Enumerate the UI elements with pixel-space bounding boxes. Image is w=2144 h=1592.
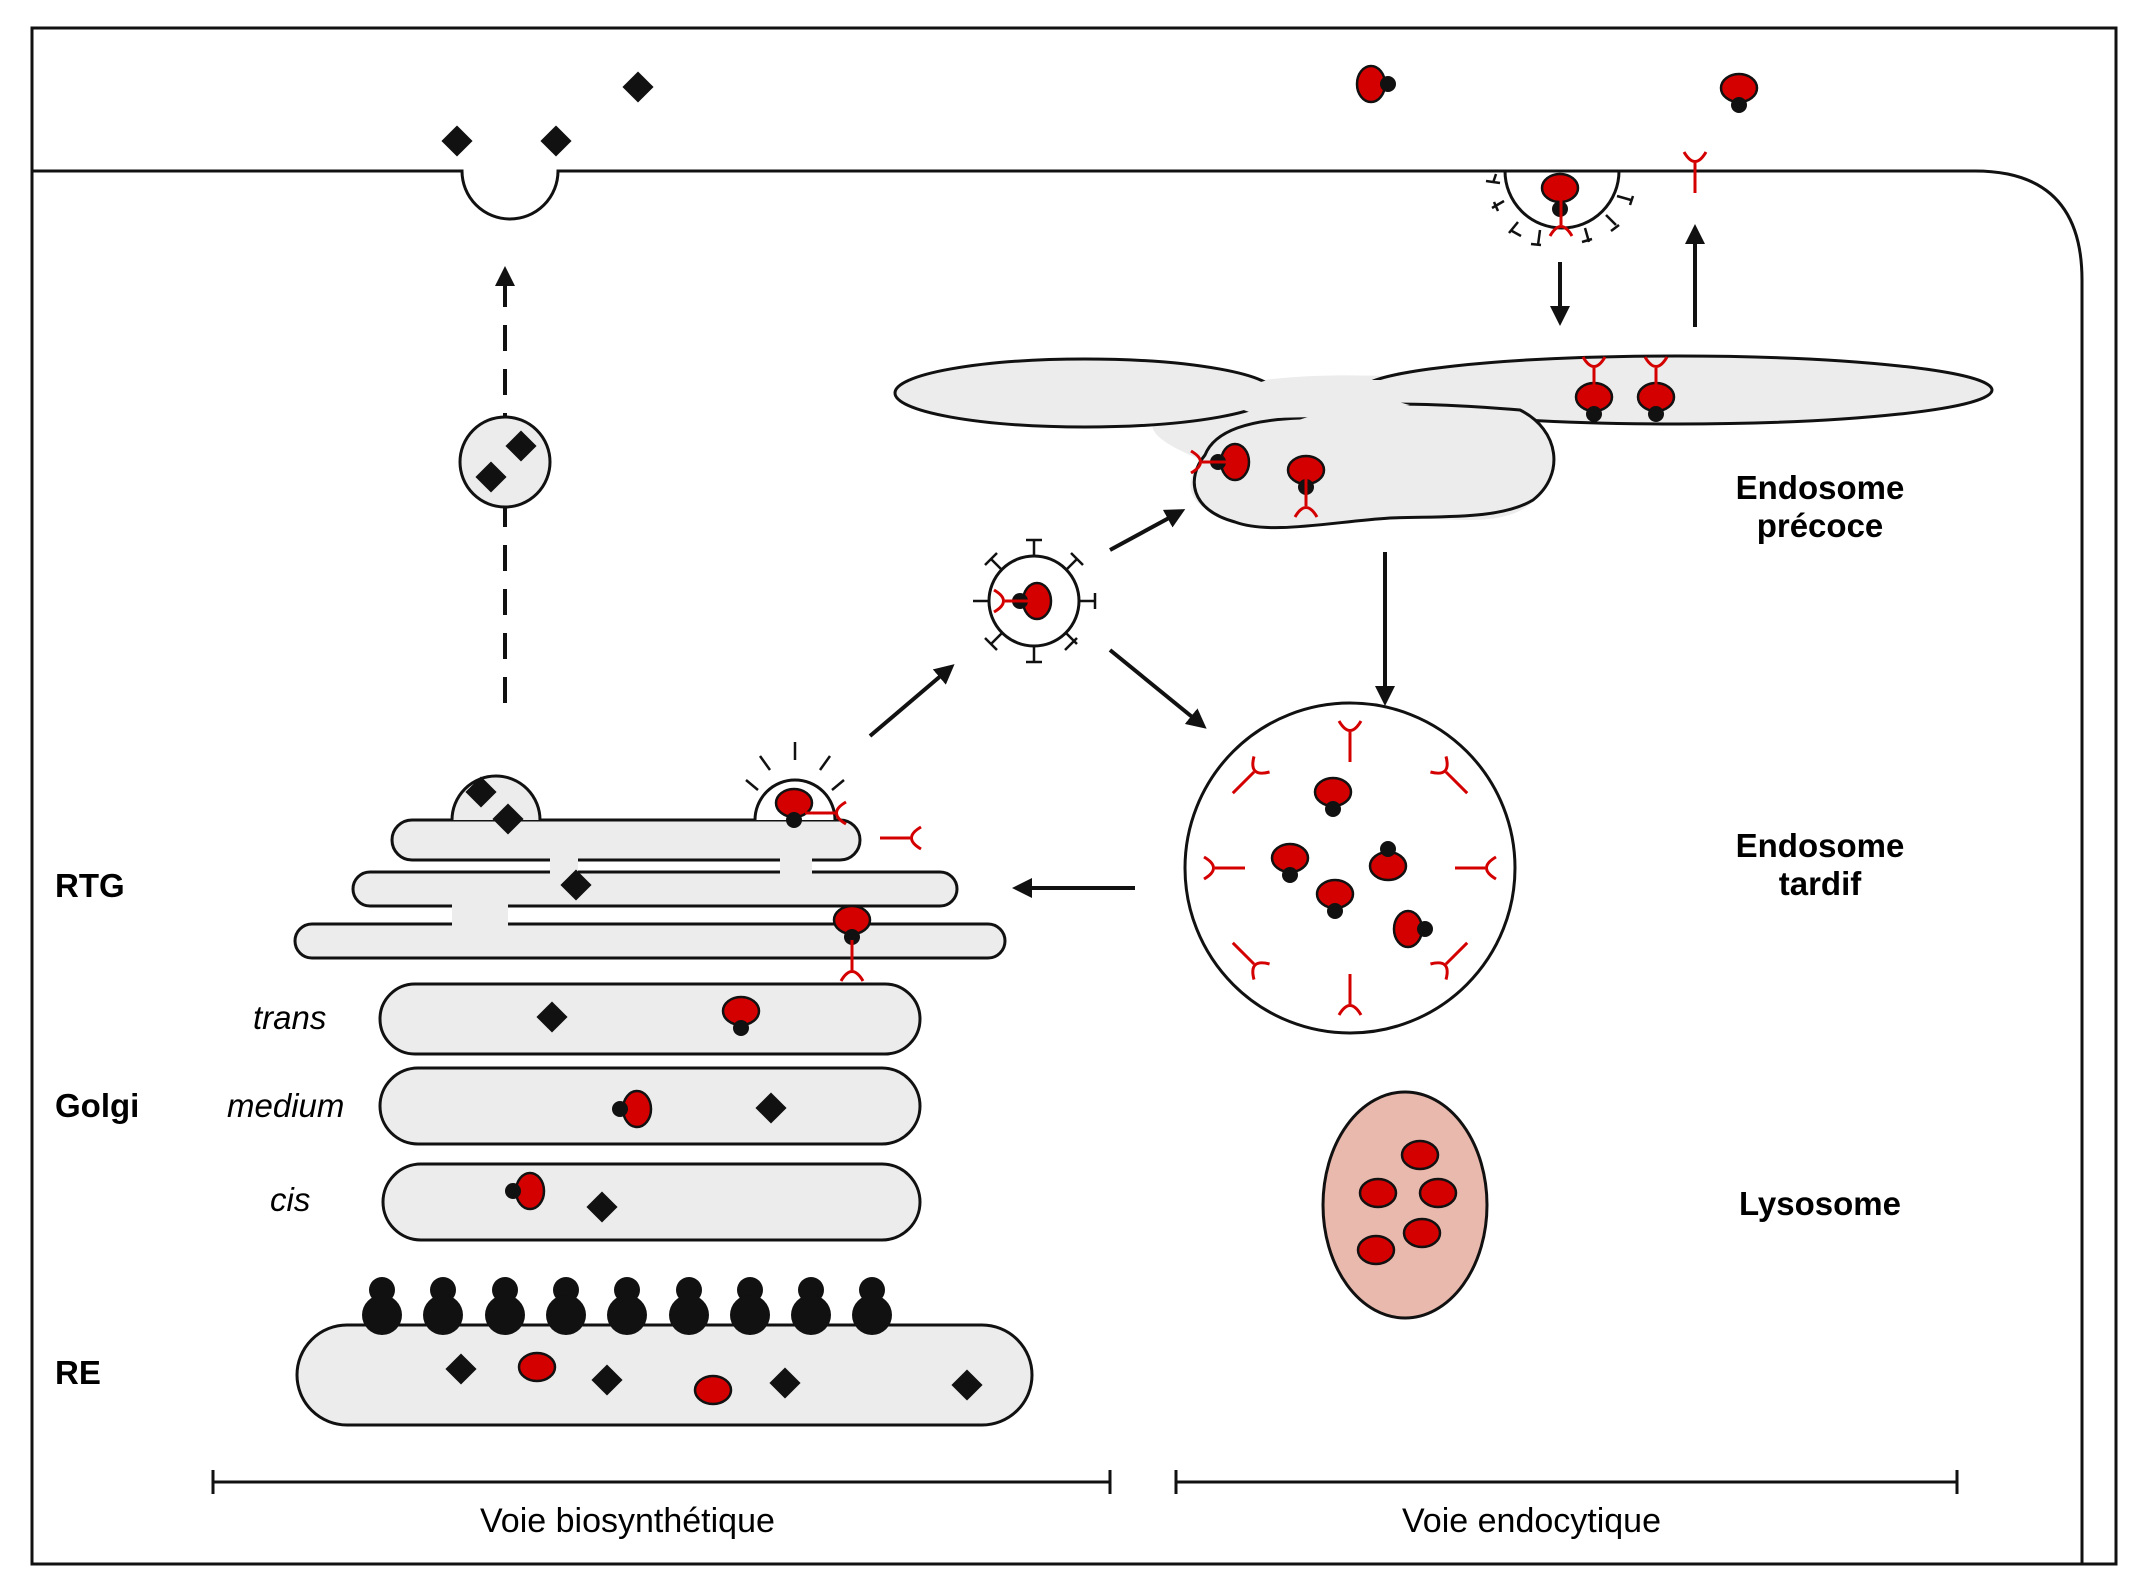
endocytic-pathway-bar — [1174, 1470, 1959, 1494]
lysosome — [1321, 1090, 1489, 1320]
rtg-label: RTG — [55, 867, 125, 904]
late-endosome-label-line2: tardif — [1778, 865, 1862, 902]
re-label: RE — [55, 1354, 101, 1391]
early-endosome-label-line1: Endosome — [1735, 469, 1905, 506]
biosynthetic-pathway-bar — [211, 1470, 1112, 1494]
endocytic-pathway-label: Voie endocytique — [1402, 1502, 1661, 1540]
endoplasmic-reticulum — [295, 1277, 1034, 1427]
early-endosome — [893, 354, 1994, 530]
golgi-stack — [378, 982, 922, 1242]
golgi-to-vesicle-arrow — [868, 664, 955, 738]
lysosome-label: Lysosome — [1738, 1185, 1901, 1222]
early-endosome-label-line2: précoce — [1756, 507, 1884, 544]
biosynthetic-pathway-label: Voie biosynthétique — [480, 1502, 775, 1540]
vesicle-to-early-arrow — [1109, 509, 1186, 552]
vesicle-to-late-arrow — [1108, 648, 1207, 729]
secretory-vesicle — [458, 415, 552, 509]
early-endosome-label: Endosome précoce — [1700, 469, 1940, 545]
medium-label: medium — [227, 1087, 345, 1124]
clathrin-coated-vesicle — [973, 538, 1097, 664]
coated-pit — [1485, 170, 1635, 247]
cis-label: cis — [270, 1181, 311, 1218]
plasma-membrane — [32, 169, 2084, 1564]
golgi-label: Golgi — [55, 1087, 140, 1124]
trans-golgi-network — [293, 742, 1007, 983]
late-endosome-label: Endosome tardif — [1700, 827, 1940, 903]
trans-label: trans — [253, 999, 327, 1036]
late-endosome — [1183, 701, 1517, 1035]
late-endosome-label-line1: Endosome — [1735, 827, 1905, 864]
